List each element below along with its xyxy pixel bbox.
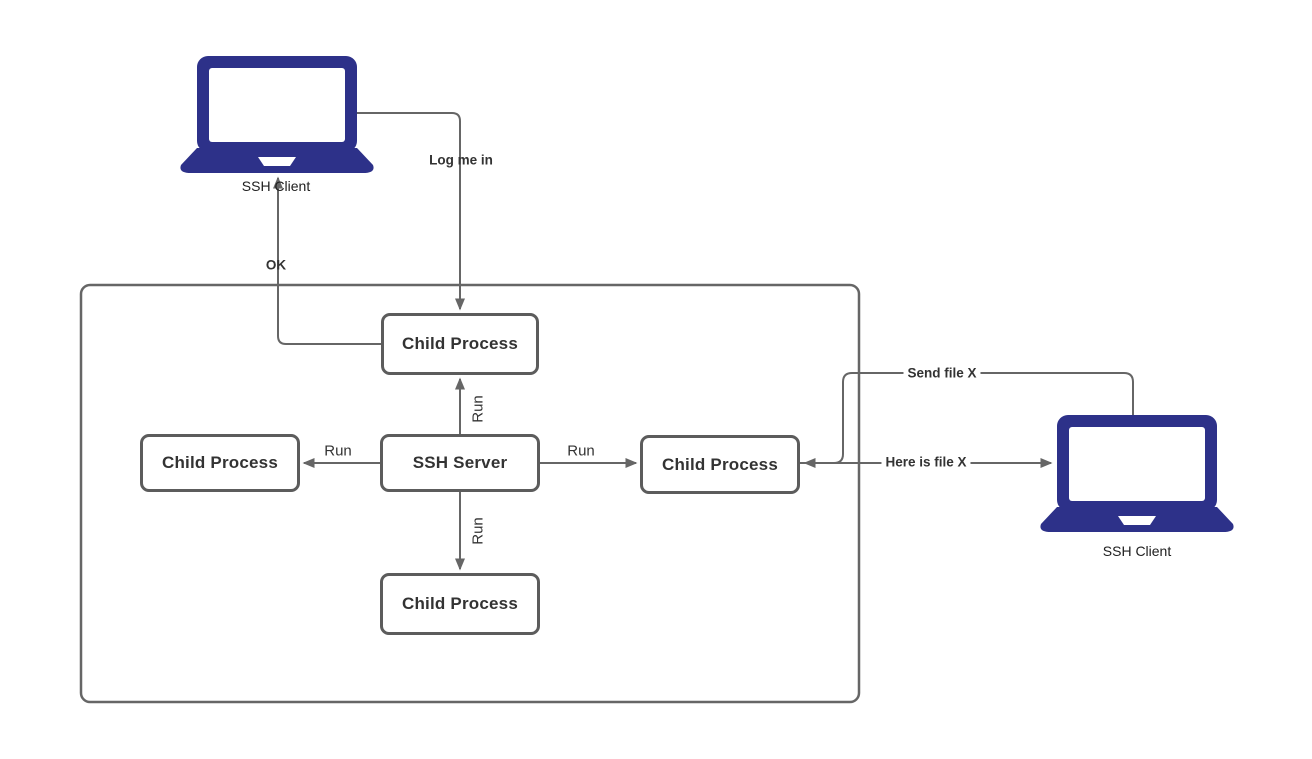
server-host-boundary	[79, 283, 861, 704]
edge-label-run-down: Run	[469, 517, 487, 545]
node-ssh-server: SSH Server	[380, 434, 540, 492]
edge-label-run-left: Run	[324, 442, 352, 460]
edge-label-ok: OK	[265, 257, 287, 273]
edge-label-run-right: Run	[567, 442, 595, 460]
laptop-icon	[180, 56, 374, 173]
edge-label-run-up: Run	[469, 395, 487, 423]
edge-label-send-file-x: Send file X	[903, 365, 981, 381]
node-child-process-right: Child Process	[640, 435, 800, 494]
ssh-client-right-label: SSH Client	[1102, 543, 1172, 559]
node-child-process-top: Child Process	[381, 313, 539, 375]
edge-label-log-me-in: Log me in	[429, 152, 493, 168]
edge-send-file-x	[803, 372, 1134, 468]
edge-label-here-is-file-x: Here is file X	[881, 454, 971, 470]
node-child-process-bottom: Child Process	[380, 573, 540, 635]
node-child-process-left: Child Process	[140, 434, 300, 492]
laptop-icon	[1040, 415, 1234, 532]
ssh-client-left-label: SSH Client	[241, 178, 311, 194]
edge-ok	[273, 176, 381, 345]
edge-log-me-in	[357, 112, 465, 311]
